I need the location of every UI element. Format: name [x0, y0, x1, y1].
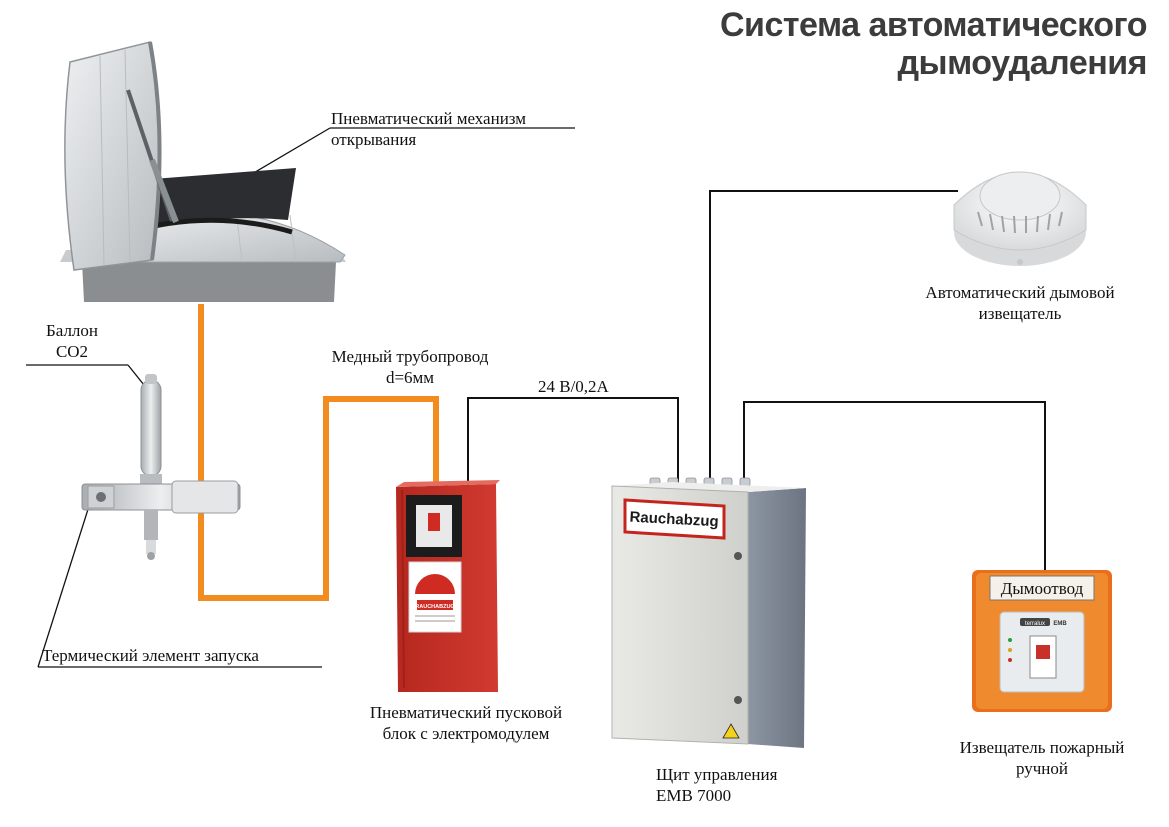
copper-pipe [198, 304, 439, 601]
label-smoke-detector: Автоматический дымовой извещатель [890, 282, 1150, 324]
title-line-1: Система автоматического [719, 6, 1148, 44]
label-line: извещатель [978, 304, 1062, 323]
pneumatic-starter-unit: RAUCHABZUG [396, 480, 500, 692]
label-manual-call-point: Извещатель пожарный ручной [912, 737, 1169, 779]
page-title: Система автоматического дымоудаления [547, 6, 1148, 82]
label-line: Щит управления [656, 765, 778, 784]
wire-detector-to-panel [709, 190, 958, 486]
call-point-model: EMB [1053, 621, 1067, 627]
title-line-2: дымоудаления [897, 44, 1147, 82]
wire-callpoint-to-panel [743, 401, 1046, 572]
wire-starter-to-panel [467, 397, 679, 490]
smoke-vent-hatch [60, 41, 346, 302]
label-line: блок с электромодулем [382, 724, 550, 743]
label-control-panel: Щит управления EMB 7000 [656, 764, 777, 806]
label-co2-cylinder: Баллон СО2 [32, 320, 112, 362]
label-line: EMB 7000 [656, 786, 732, 805]
control-panel-emb7000: Rauchabzug [611, 477, 806, 748]
co2-cylinder-assembly [81, 374, 241, 560]
manual-call-point: Дымоотвод terralux EMB [972, 570, 1112, 712]
label-thermal-element: Термический элемент запуска [42, 646, 259, 665]
label-pneumatic-mechanism: Пневматический механизм открывания [331, 108, 526, 150]
label-line: Пневматический пусковой [369, 703, 563, 722]
signal-wires [467, 190, 1046, 572]
label-line: Медный трубопровод [331, 347, 489, 366]
label-copper-pipe: Медный трубопровод d=6мм [300, 346, 520, 388]
panel-sign-text: Rauchabzug [629, 509, 719, 531]
label-line: Пневматический механизм [331, 109, 527, 128]
label-line: открывания [331, 130, 417, 149]
label-line: Извещатель пожарный [959, 738, 1125, 757]
smoke-detector [953, 171, 1087, 266]
call-point-brand: terralux [1025, 621, 1045, 627]
call-point-title: Дымоотвод [1001, 579, 1084, 598]
label-line: Баллон [45, 321, 99, 340]
label-pneumatic-starter: Пневматический пусковой блок с электромо… [336, 702, 596, 744]
label-line: Автоматический дымовой [925, 283, 1115, 302]
label-line: d=6мм [385, 368, 435, 387]
label-line: СО2 [55, 342, 89, 361]
label-voltage: 24 В/0,2А [538, 377, 609, 396]
label-line: ручной [1015, 759, 1069, 778]
starter-brand-text: RAUCHABZUG [415, 604, 454, 610]
